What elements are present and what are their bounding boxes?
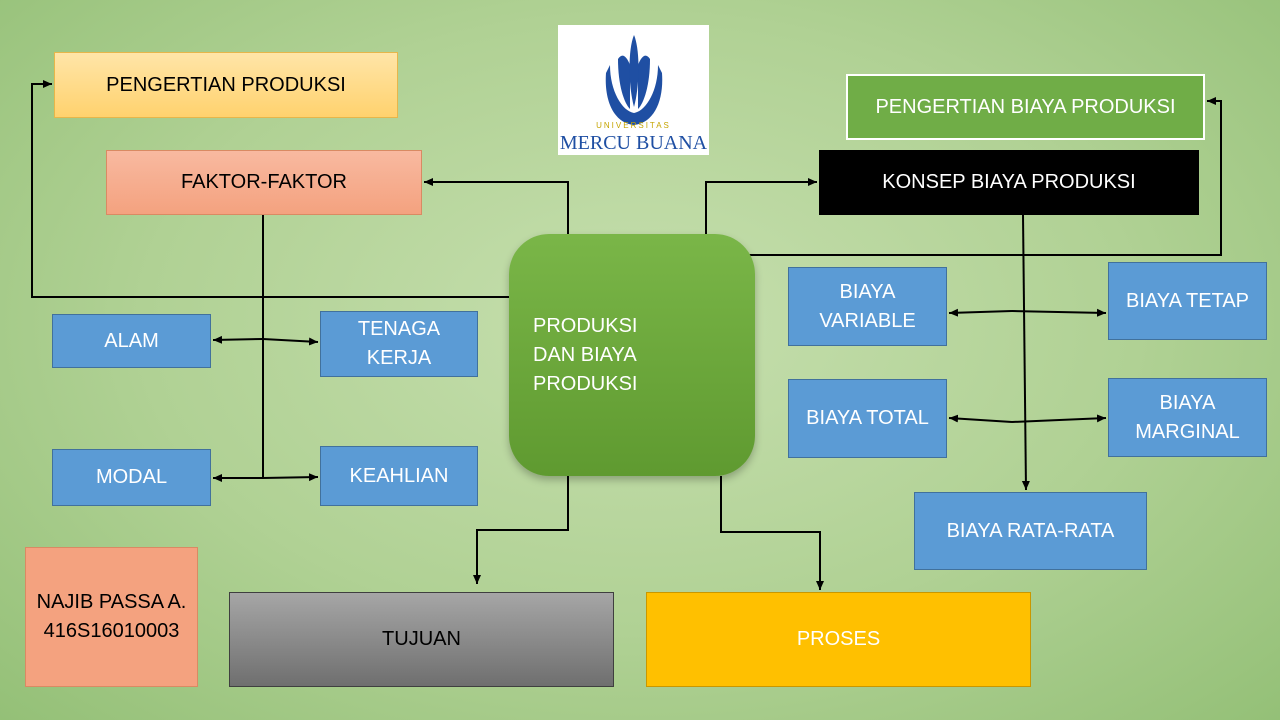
author-label: NAJIB PASSA A. 416S16010003 <box>36 591 187 642</box>
box-faktor-faktor: FAKTOR-FAKTOR <box>106 150 422 215</box>
box-pengertian-biaya-produksi: PENGERTIAN BIAYA PRODUKSI <box>846 74 1205 140</box>
connector-center-proses <box>720 476 824 590</box>
box-keahlian-label: KEAHLIAN <box>349 464 449 487</box>
connector-alam <box>212 335 264 344</box>
logo-universitas: UNIVERSITAS <box>596 121 671 130</box>
connector-variable <box>948 308 1013 317</box>
box-produksi-dan-biaya-produksi: PRODUKSI DAN BIAYA PRODUKSI <box>509 234 755 476</box>
box-biaya-marginal-label: BIAYA MARGINAL <box>1135 391 1240 443</box>
connector-center-pengertian-produksi <box>31 80 513 298</box>
connector-tetap <box>1011 308 1107 317</box>
box-tujuan-label: TUJUAN <box>382 628 461 650</box>
box-tujuan: TUJUAN <box>229 592 614 687</box>
connector-konsep-trunk <box>1021 214 1030 491</box>
box-biaya-rata-rata: BIAYA RATA-RATA <box>914 492 1147 570</box>
box-alam-label: ALAM <box>104 329 159 352</box>
box-center-label: PRODUKSI DAN BIAYA PRODUKSI <box>533 314 638 395</box>
connector-keahlian <box>262 473 319 482</box>
logo-name: MERCU BUANA <box>560 132 708 154</box>
box-tenaga-kerja-label: TENAGA KERJA <box>357 318 441 369</box>
connector-marginal <box>1011 414 1107 423</box>
box-konsep-biaya-produksi: KONSEP BIAYA PRODUKSI <box>819 150 1199 215</box>
box-pengertian-produksi: PENGERTIAN PRODUKSI <box>54 52 398 118</box>
box-modal: MODAL <box>52 449 211 506</box>
box-biaya-total: BIAYA TOTAL <box>788 379 947 458</box>
box-biaya-tetap: BIAYA TETAP <box>1108 262 1267 340</box>
box-author: NAJIB PASSA A. 416S16010003 <box>25 547 198 687</box>
box-keahlian: KEAHLIAN <box>320 446 478 506</box>
box-biaya-marginal: BIAYA MARGINAL <box>1108 378 1267 457</box>
box-proses: PROSES <box>646 592 1031 687</box>
box-pengertian-biaya-produksi-label: PENGERTIAN BIAYA PRODUKSI <box>875 95 1176 118</box>
box-pengertian-produksi-label: PENGERTIAN PRODUKSI <box>106 73 346 96</box>
box-tenaga-kerja: TENAGA KERJA <box>320 311 478 377</box>
connector-center-pengertian-biaya <box>748 97 1222 256</box>
connector-center-faktor <box>424 178 569 234</box>
box-biaya-variable-label: BIAYA VARIABLE <box>819 280 916 332</box>
connector-tenaga <box>262 337 319 346</box>
box-proses-label: PROSES <box>796 628 881 650</box>
box-alam: ALAM <box>52 314 211 368</box>
connector-total <box>948 414 1013 423</box>
box-biaya-tetap-label: BIAYA TETAP <box>1125 289 1249 312</box>
box-biaya-variable: BIAYA VARIABLE <box>788 267 947 346</box>
box-modal-label: MODAL <box>95 466 168 488</box>
mercu-buana-logo: UNIVERSITAS MERCU BUANA <box>558 25 709 155</box>
box-biaya-rata-rata-label: BIAYA RATA-RATA <box>946 519 1115 542</box>
box-faktor-faktor-label: FAKTOR-FAKTOR <box>181 171 347 193</box>
connector-center-konsep <box>705 178 817 234</box>
box-konsep-biaya-produksi-label: KONSEP BIAYA PRODUKSI <box>882 171 1136 193</box>
box-biaya-total-label: BIAYA TOTAL <box>806 407 929 429</box>
connector-center-tujuan <box>473 476 569 584</box>
